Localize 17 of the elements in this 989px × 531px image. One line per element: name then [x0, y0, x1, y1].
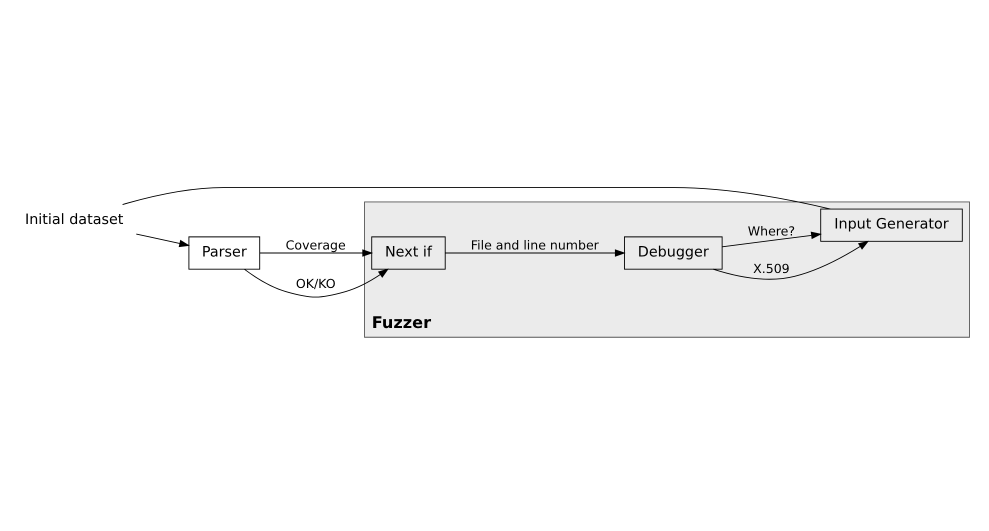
- edge-label: X.509: [753, 260, 790, 276]
- arrow: [722, 231, 822, 247]
- edge-label: Coverage: [286, 237, 346, 252]
- arrow: [244, 268, 389, 298]
- edge-label: File and line number: [470, 237, 599, 252]
- arrow: [136, 233, 190, 247]
- arrow: [444, 248, 626, 256]
- node-box: Input Generator: [820, 208, 963, 242]
- node-text: Initial dataset: [25, 212, 124, 228]
- node-box: Debugger: [624, 236, 723, 270]
- connector: [122, 186, 831, 209]
- arrow: [259, 248, 374, 256]
- edge-label: OK/KO: [296, 276, 336, 291]
- node-box: Parser: [188, 236, 260, 270]
- edge-label: Where?: [748, 222, 796, 238]
- arrow: [712, 240, 870, 280]
- node-box: Next if: [371, 236, 446, 270]
